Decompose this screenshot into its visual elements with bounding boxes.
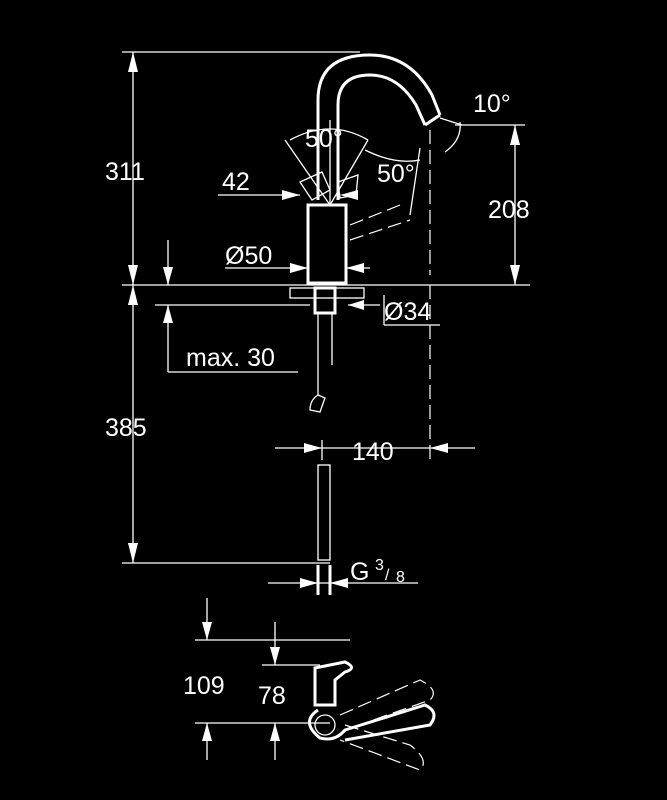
label-angle-50-a: 50°: [305, 125, 343, 153]
side-view: [122, 51, 530, 595]
label-max-30: max. 30: [186, 344, 275, 372]
label-angle-10: 10°: [473, 90, 511, 118]
supply-hose: [317, 464, 331, 561]
label-thread-slash: /: [385, 567, 390, 584]
lever: [299, 171, 331, 201]
spout: [316, 53, 442, 200]
pull-rod-knob: [309, 394, 326, 413]
label-311: 311: [105, 158, 145, 186]
label-208: 208: [488, 196, 530, 224]
label-angle-50-b: 50°: [377, 160, 415, 188]
label-109: 109: [183, 672, 225, 700]
label-thread-num: 3: [375, 557, 384, 574]
label-thread-den: 8: [396, 569, 405, 586]
label-thread-g: G: [350, 558, 369, 586]
label-140: 140: [352, 438, 394, 466]
label-385: 385: [105, 414, 147, 442]
label-o34: Ø34: [384, 298, 431, 326]
label-78: 78: [258, 682, 286, 710]
plan-lever-pivot: [314, 714, 336, 736]
label-42: 42: [222, 168, 250, 196]
plan-body: [313, 660, 353, 707]
lever-alt-position: [349, 204, 411, 241]
dim-311: [128, 52, 138, 285]
dim-208: [510, 125, 520, 285]
label-o50: Ø50: [225, 242, 272, 270]
dim-385: [128, 285, 138, 563]
faucet-body: [306, 203, 348, 285]
plan-view: [195, 598, 436, 771]
